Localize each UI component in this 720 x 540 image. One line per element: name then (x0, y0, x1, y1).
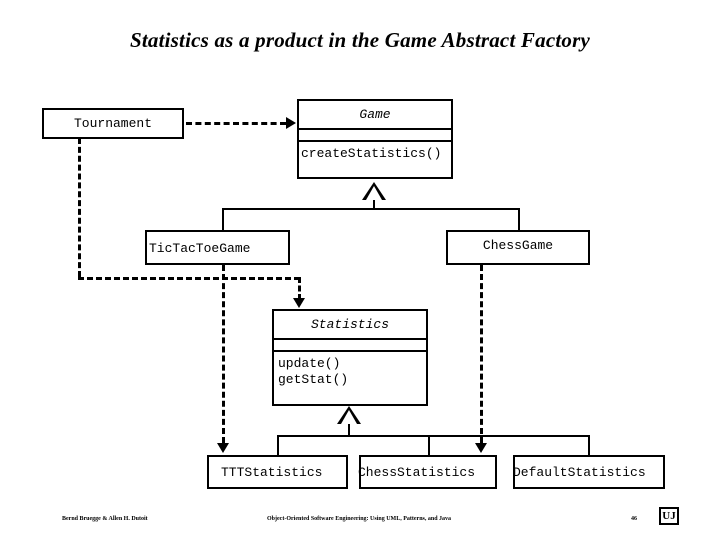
generalization-defaultstatistics-riser (588, 435, 590, 455)
class-box-chessgame[interactable]: ChessGame (446, 230, 590, 265)
dependency-chessgame-chessstatistics-arrowhead (475, 443, 487, 453)
class-name-chessgame: ChessGame (482, 238, 554, 253)
class-box-statistics[interactable]: Statistics update() getStat() (272, 309, 428, 406)
footer-authors: Bernd Bruegge & Allen H. Dutoit (62, 516, 148, 522)
dependency-chessgame-chessstatistics-line (480, 265, 483, 443)
class-box-chessstatistics[interactable] (359, 455, 497, 489)
page-title: Statistics as a product in the Game Abst… (130, 28, 590, 52)
operation-createstatistics: createStatistics() (301, 146, 442, 161)
dependency-tournament-statistics-vline2 (298, 277, 301, 300)
generalization-tttstatistics-riser (277, 435, 279, 455)
footer-book-title: Object-Oriented Software Engineering: Us… (267, 516, 452, 522)
dependency-tournament-game-line (186, 122, 286, 125)
generalization-game-drop (373, 200, 375, 209)
dependency-tournament-statistics-arrowhead (293, 298, 305, 308)
dependency-tournament-game-arrowhead (286, 117, 296, 129)
generalization-chessgame-riser (518, 208, 520, 230)
class-box-tictactoegame[interactable] (145, 230, 290, 265)
class-operations-statistics: update() getStat() (274, 350, 426, 393)
class-name-game: Game (359, 107, 391, 122)
class-name-statistics: Statistics (310, 317, 389, 332)
class-box-tournament[interactable]: Tournament (42, 108, 184, 139)
generalization-statistics-bar (277, 435, 589, 437)
generalization-game-bar (222, 208, 519, 210)
dependency-tournament-statistics-hline (78, 277, 300, 280)
generalization-statistics-drop (348, 424, 350, 436)
class-attributes-statistics (274, 338, 426, 350)
footer-page-number: 46 (631, 516, 637, 522)
class-box-defaultstatistics[interactable] (513, 455, 665, 489)
operation-getstat: getStat() (278, 372, 349, 388)
dependency-tictactoegame-tttstatistics-line (222, 265, 225, 443)
class-name-tournament: Tournament (73, 116, 152, 131)
class-box-game[interactable]: Game createStatistics() (297, 99, 453, 179)
class-box-tttstatistics[interactable] (207, 455, 348, 489)
dependency-tictactoegame-tttstatistics-arrowhead (217, 443, 229, 453)
dependency-tournament-statistics-vline1 (78, 138, 81, 277)
class-attributes-game (299, 128, 451, 140)
class-operations-game: createStatistics() (299, 140, 451, 165)
generalization-chessstatistics-riser (428, 435, 430, 455)
generalization-tictactoegame-riser (222, 208, 224, 230)
operation-update: update() (278, 356, 341, 371)
institution-logo-icon: UJ (659, 507, 679, 525)
